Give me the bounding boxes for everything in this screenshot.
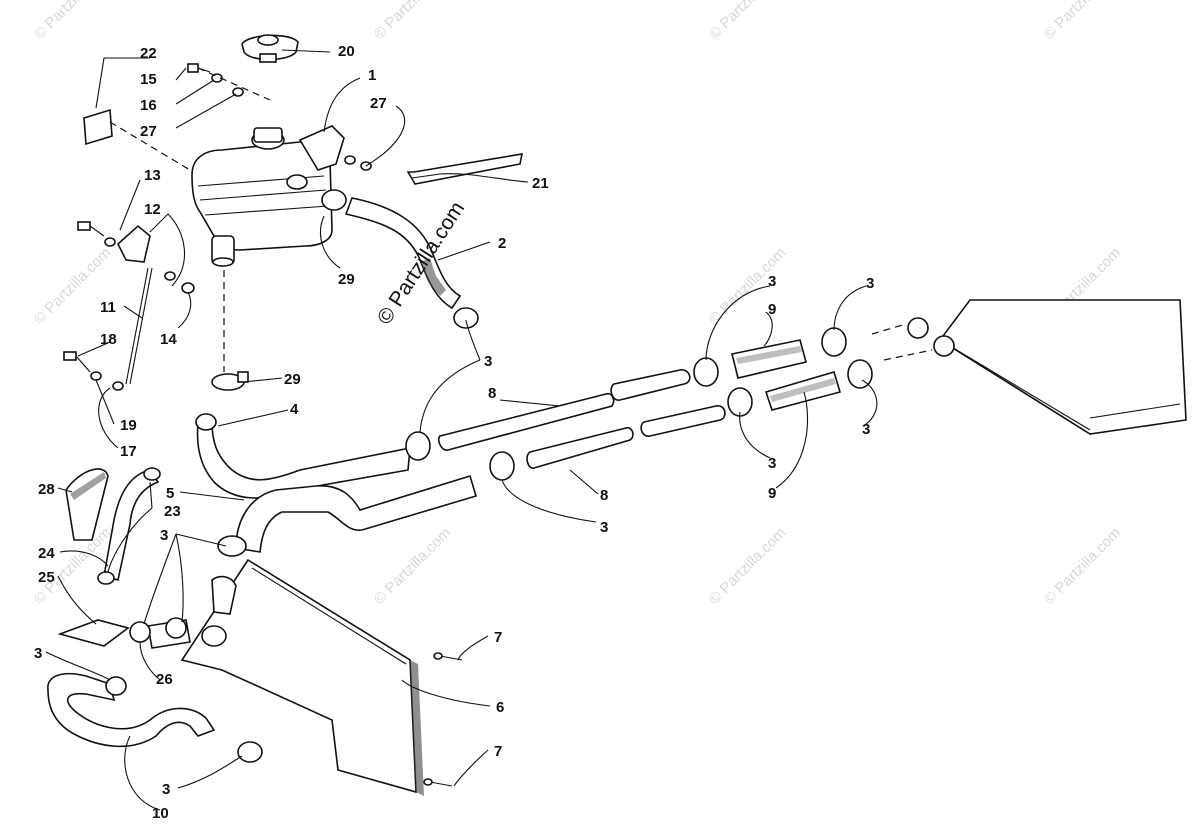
callout-18: 18 (100, 331, 117, 348)
watermark-layer: © Partzilla.com © Partzilla.com © Partzi… (31, 0, 1124, 608)
callout-7: 7 (494, 629, 502, 646)
callout-12: 12 (144, 201, 161, 218)
tube-clamps (405, 327, 873, 481)
lower-crossover-hose (235, 474, 477, 553)
callout-21: 21 (532, 175, 549, 192)
callout-11: 11 (100, 299, 116, 316)
tank-mount-bracket (63, 221, 195, 391)
callout-9: 9 (768, 485, 776, 502)
callout-29: 29 (284, 371, 301, 388)
callout-3: 3 (866, 275, 874, 292)
callout-3: 3 (34, 645, 42, 662)
callout-6: 6 (496, 699, 504, 716)
radiator-fittings (57, 535, 247, 649)
watermark-text: © Partzilla.com (1041, 524, 1124, 607)
callout-20: 20 (338, 43, 355, 60)
radiator-cap (241, 34, 299, 63)
callout-3: 3 (862, 421, 870, 438)
callout-3: 3 (484, 353, 492, 370)
callout-7: 7 (494, 743, 502, 760)
upper-hose (321, 189, 479, 329)
coolant-tank (191, 125, 345, 267)
callout-25: 25 (38, 569, 55, 586)
coolant-tubes (437, 369, 726, 469)
overflow-hose (406, 153, 524, 185)
callout-9: 9 (768, 301, 776, 318)
callout-16: 16 (140, 97, 157, 114)
decal-plate (83, 108, 113, 146)
callout-15: 15 (140, 71, 157, 88)
hose-clamp (211, 371, 249, 391)
callout-3: 3 (162, 781, 170, 798)
callout-27: 27 (370, 95, 387, 112)
callout-3: 3 (768, 273, 776, 290)
watermark-text: © Partzilla.com (706, 0, 789, 43)
watermark-text: © Partzilla.com (31, 0, 114, 43)
callout-24: 24 (38, 545, 55, 562)
watermark-text: © Partzilla.com (371, 0, 454, 43)
heat-exchanger (871, 299, 1187, 435)
callout-8: 8 (488, 385, 496, 402)
callout-1: 1 (368, 67, 376, 84)
callout-10: 10 (152, 805, 169, 822)
callout-14: 14 (160, 331, 177, 348)
callout-4: 4 (290, 401, 299, 418)
watermark-text: © Partzilla.com (1041, 0, 1124, 43)
callout-19: 19 (120, 417, 137, 434)
radiator-screws (423, 652, 463, 787)
callout-8: 8 (600, 487, 608, 504)
radiator (180, 558, 424, 796)
callout-17: 17 (120, 443, 137, 460)
watermark-text: © Partzilla.com (706, 524, 789, 607)
watermark-text: © Partzilla.com (371, 524, 454, 607)
left-hoses (65, 467, 161, 585)
callout-26: 26 (156, 671, 173, 688)
lower-return-hose (47, 672, 263, 763)
callout-29: 29 (338, 271, 355, 288)
leader-lines (45, 49, 878, 811)
crossover-hose (195, 413, 411, 499)
callout-3: 3 (768, 455, 776, 472)
callout-23: 23 (164, 503, 181, 520)
callout-3: 3 (160, 527, 168, 544)
watermark-text: © Partzilla.com (706, 244, 789, 327)
callout-3: 3 (600, 519, 608, 536)
callout-22: 22 (140, 45, 157, 62)
callout-27: 27 (140, 123, 157, 140)
callout-2: 2 (498, 235, 506, 252)
callout-5: 5 (166, 485, 174, 502)
short-hoses (731, 339, 842, 411)
callout-13: 13 (144, 167, 161, 184)
watermark-text: © Partzilla.com (31, 524, 114, 607)
callout-labels: 22 15 16 27 20 1 27 21 13 12 29 2 11 14 … (34, 43, 874, 822)
callout-28: 28 (38, 481, 55, 498)
assembly-center-lines (109, 67, 271, 372)
